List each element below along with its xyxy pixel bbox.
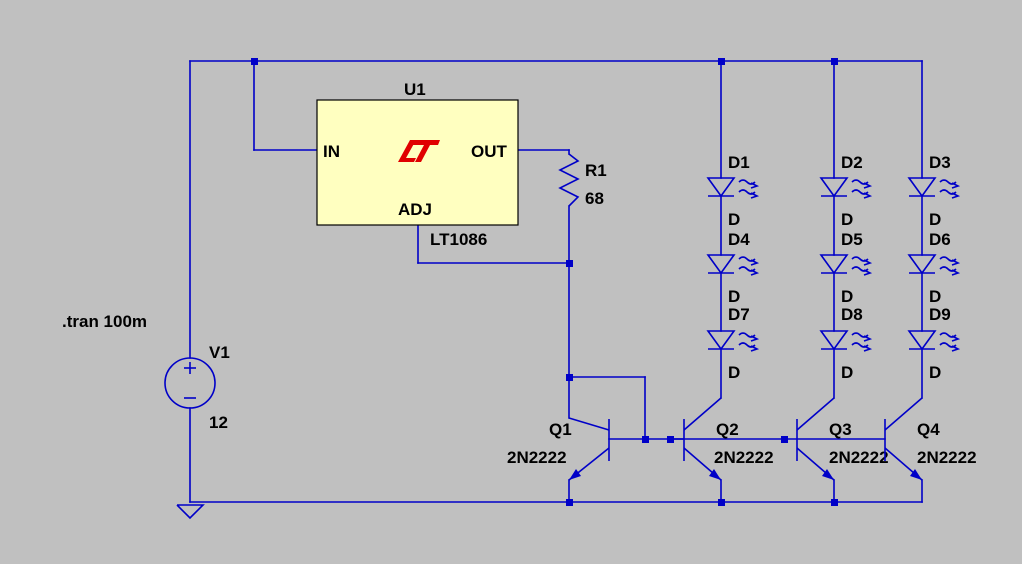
q2-ref: Q2	[716, 420, 739, 439]
led-d2[interactable]	[819, 177, 873, 199]
transistor-q1[interactable]	[568, 417, 610, 481]
led-d7-model: D	[728, 363, 740, 382]
q4-ref: Q4	[917, 420, 940, 439]
lt-logo-icon	[398, 140, 440, 162]
regulator-u1[interactable]: U1 IN OUT ADJ LT1086	[316, 80, 519, 249]
spice-directive[interactable]: .tran 100m	[62, 312, 147, 331]
led-d6-ref: D6	[929, 230, 951, 249]
led-array: D1 D D4 D D7 D D2 D D5 D	[706, 153, 961, 382]
led-d9-ref: D9	[929, 305, 951, 324]
led-d4-model: D	[728, 287, 740, 306]
led-d4-ref: D4	[728, 230, 750, 249]
q1-model: 2N2222	[507, 448, 567, 467]
q1-ref: Q1	[549, 420, 572, 439]
led-d1-model: D	[728, 210, 740, 229]
q4-model: 2N2222	[917, 448, 977, 467]
regulator-part: LT1086	[430, 230, 487, 249]
led-d2-model: D	[841, 210, 853, 229]
led-d2-ref: D2	[841, 153, 863, 172]
transistor-q4[interactable]	[884, 397, 923, 481]
regulator-body	[316, 99, 519, 226]
voltage-source-v1[interactable]: V1 12	[164, 343, 230, 432]
led-d7-ref: D7	[728, 305, 750, 324]
led-d8-ref: D8	[841, 305, 863, 324]
q2-model: 2N2222	[714, 448, 774, 467]
regulator-pin-out: OUT	[471, 142, 508, 161]
led-d3[interactable]	[907, 177, 961, 199]
led-d1-ref: D1	[728, 153, 750, 172]
q3-ref: Q3	[829, 420, 852, 439]
led-d6-model: D	[929, 287, 941, 306]
transistor-q3[interactable]	[796, 397, 835, 481]
led-d8[interactable]	[819, 330, 873, 352]
led-d7[interactable]	[706, 330, 760, 352]
led-d3-model: D	[929, 210, 941, 229]
led-d4[interactable]	[706, 254, 760, 276]
ground-icon	[176, 504, 205, 520]
regulator-pin-in: IN	[323, 142, 340, 161]
resistor-r1[interactable]: R1 68	[558, 153, 607, 208]
transistor-q2[interactable]	[670, 397, 722, 481]
led-d5[interactable]	[819, 254, 873, 276]
resistor-value: 68	[585, 189, 604, 208]
source-ref: V1	[209, 343, 230, 362]
source-value: 12	[209, 413, 228, 432]
led-d9-model: D	[929, 363, 941, 382]
led-d9[interactable]	[907, 330, 961, 352]
regulator-ref: U1	[404, 80, 426, 99]
resistor-ref: R1	[585, 161, 607, 180]
led-d5-model: D	[841, 287, 853, 306]
led-d1[interactable]	[706, 177, 760, 199]
q3-model: 2N2222	[829, 448, 889, 467]
led-d3-ref: D3	[929, 153, 951, 172]
led-d8-model: D	[841, 363, 853, 382]
led-d6[interactable]	[907, 254, 961, 276]
wires	[189, 60, 923, 503]
regulator-pin-adj: ADJ	[398, 200, 432, 219]
led-d5-ref: D5	[841, 230, 863, 249]
